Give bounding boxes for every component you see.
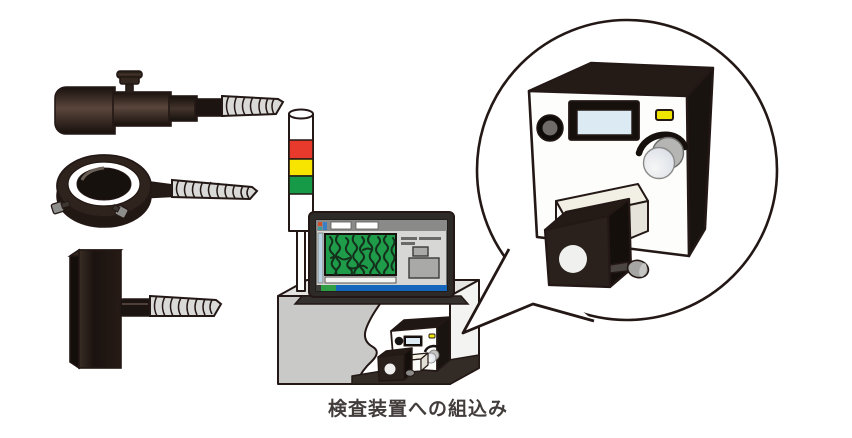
- ring-light: [50, 154, 181, 228]
- light-source-unit: [527, 61, 715, 289]
- ring-set-screw-bottom: [111, 203, 129, 219]
- light-output-port: [559, 245, 587, 273]
- app-icon: [318, 222, 327, 230]
- inspection-pattern: [328, 234, 396, 275]
- laptop: [293, 211, 470, 305]
- mini-power-led: [428, 333, 436, 339]
- ring-hole-highlight: [80, 166, 105, 181]
- tower-lamp-yellow: [288, 158, 314, 177]
- titlebar-field-2: [355, 221, 379, 230]
- intensity-knob-face: [642, 146, 676, 180]
- ring-hole: [76, 167, 132, 201]
- side-panel: [401, 237, 441, 279]
- spot-light-cable-ferrule: [194, 98, 225, 117]
- mini-lock-screw: [405, 369, 415, 377]
- tower-cap: [288, 108, 314, 120]
- bar-light: [67, 248, 153, 370]
- bar-light-front-face: [78, 249, 122, 369]
- panel-text-line-1b: [419, 237, 441, 240]
- spot-light-barrel: [54, 86, 116, 135]
- mini-light-source-unit: [377, 316, 451, 382]
- tower-lamp-red: [288, 139, 314, 160]
- spot-light-nose: [168, 95, 198, 122]
- power-led: [655, 109, 674, 121]
- panel-text-line-1a: [401, 237, 417, 240]
- bar-light-connector: [119, 298, 153, 317]
- mini-power-button: [394, 336, 404, 346]
- ring-light-fiber-cable: [171, 178, 259, 201]
- caption: 検査装置への組込み: [327, 399, 508, 420]
- image-toolbar-strip: [324, 276, 397, 284]
- signal-tower: [288, 108, 314, 292]
- spot-light-fiber-cable: [221, 94, 285, 118]
- taskbar: [316, 285, 447, 291]
- bar-light-fiber-cable: [149, 294, 223, 317]
- lock-screw-head-face: [639, 263, 647, 277]
- scrollbar: [317, 232, 324, 284]
- spot-light-mid-section: [112, 91, 172, 127]
- knob-arc: [635, 131, 689, 157]
- mini-fiber-mount-right: [420, 352, 429, 372]
- bubble-tail: [461, 248, 595, 335]
- power-button: [542, 120, 558, 136]
- mini-output-port: [384, 363, 396, 375]
- panel-button-small: [412, 246, 429, 257]
- taskbar-progress: [321, 285, 336, 291]
- ring-set-screw-left: [50, 200, 71, 215]
- thumbscrew-cap-base: [119, 76, 140, 85]
- panel-text-line-2: [401, 242, 415, 245]
- bar-light-left-face: [69, 248, 80, 370]
- taskbar-start: [316, 285, 321, 291]
- panel-button-large: [408, 257, 440, 279]
- tower-pole: [296, 227, 306, 292]
- titlebar-field-1: [330, 221, 352, 230]
- lcd-display: [576, 109, 633, 136]
- mini-lcd-screen: [406, 338, 420, 344]
- tower-lamp-green: [288, 175, 314, 195]
- spot-light-head: [54, 70, 225, 135]
- app-titlebar: [316, 220, 447, 231]
- mini-knob-arc: [423, 344, 443, 353]
